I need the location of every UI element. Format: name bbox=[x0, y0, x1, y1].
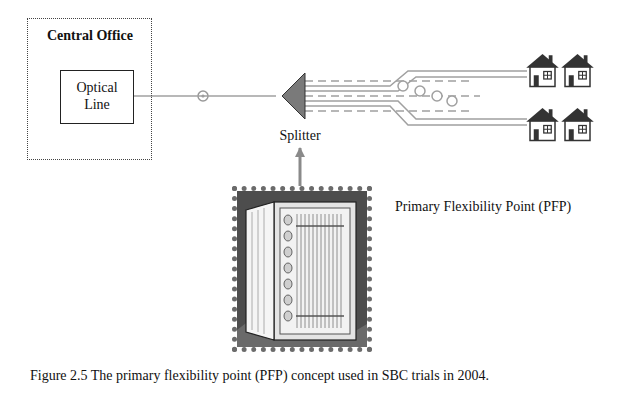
pfp-cabinet-frame: Primary Flexibility Point (PFP) bbox=[232, 186, 372, 352]
box-label: Optical Line bbox=[61, 80, 133, 114]
figure-caption: Figure 2.5 The primary flexibility point… bbox=[30, 368, 489, 385]
node-label: Splitter bbox=[279, 128, 320, 145]
splitter-symbol bbox=[276, 72, 324, 120]
cabinet-illustration bbox=[237, 191, 367, 347]
node-label: Primary Flexibility Point (PFP) bbox=[395, 199, 571, 216]
process-box: Optical Line bbox=[60, 70, 134, 124]
group-title: Central Office bbox=[47, 28, 133, 45]
arrow-connector bbox=[299, 148, 302, 186]
fiber-line bbox=[134, 95, 276, 97]
houses bbox=[526, 54, 594, 141]
fiber-icons bbox=[398, 81, 457, 106]
splitter-triangle: Splitter bbox=[276, 72, 324, 148]
distribution-fibers bbox=[305, 71, 527, 125]
central-office-box: Central OfficeOptical Line bbox=[27, 18, 152, 160]
splitter-triangle-shape bbox=[282, 73, 305, 119]
